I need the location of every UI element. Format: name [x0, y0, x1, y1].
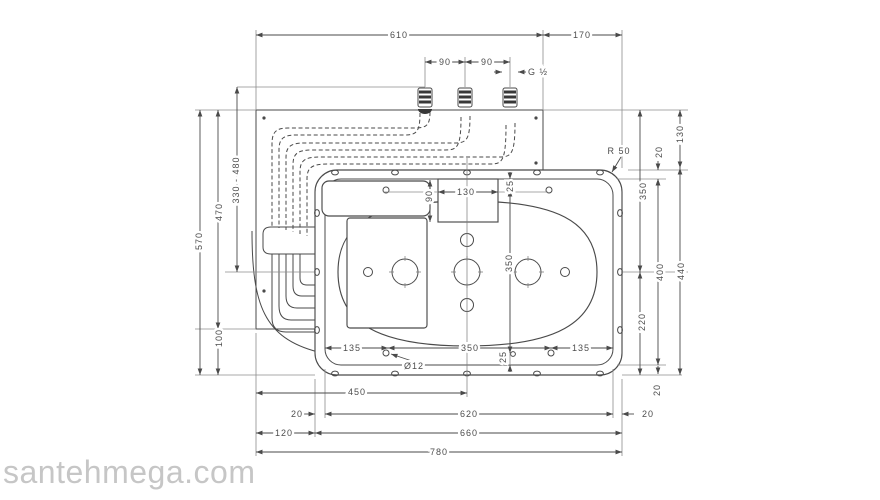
diameter-label: Ø12 — [404, 361, 424, 371]
radius-label: R 50 — [607, 146, 630, 156]
dim-label: 660 — [460, 428, 478, 438]
dim-label: 25 — [505, 180, 515, 192]
shower-body — [314, 169, 623, 377]
connector-icon — [502, 87, 518, 108]
dim-label: 440 — [676, 262, 686, 280]
dim-label: 25 — [498, 351, 508, 363]
dim-label: 780 — [430, 447, 448, 457]
dim-label: 450 — [348, 387, 366, 397]
dim-label: 20 — [291, 409, 303, 419]
dim-label: 620 — [460, 409, 478, 419]
dim-label: 350 — [638, 182, 648, 200]
panel-top-left — [321, 180, 431, 217]
panel-left — [346, 217, 428, 329]
dim-label: 330 - 480 — [231, 156, 241, 203]
dim-label: 90 — [439, 57, 451, 67]
dim-label: 135 — [343, 343, 361, 353]
dim-label: 170 — [573, 30, 591, 40]
dim-label: 90 — [424, 190, 434, 202]
dim-label: 570 — [194, 232, 204, 250]
dim-label: 20 — [652, 384, 662, 396]
dim-label: 90 — [481, 57, 493, 67]
dim-label: 130 — [457, 187, 475, 197]
connector-icon — [457, 87, 473, 108]
watermark: santehmega.com — [3, 454, 256, 490]
dim-label: 120 — [275, 428, 293, 438]
dim-label: 20 — [642, 409, 654, 419]
dim-label: 220 — [637, 313, 647, 331]
connector-icon — [417, 87, 433, 108]
dim-label: 100 — [214, 329, 224, 347]
service-notch — [437, 178, 499, 223]
hidden-pipes — [271, 111, 516, 236]
dim-label: 610 — [390, 30, 408, 40]
thread-size-label: G ½ — [528, 67, 548, 77]
dim-label: 135 — [572, 343, 590, 353]
dimension-labels: 610 170 90 90 G ½ R 50 570 470 330 - 480… — [192, 28, 689, 460]
spray-outlets — [363, 233, 570, 312]
dim-label: 350 — [461, 343, 479, 353]
visible-pipes — [251, 226, 319, 353]
dim-label: 130 — [675, 125, 685, 143]
dimension-lines — [197, 32, 683, 455]
dim-label: 20 — [654, 146, 664, 158]
dim-label: 400 — [655, 263, 665, 281]
dim-label: 470 — [214, 203, 224, 221]
dim-label: 350 — [504, 254, 514, 272]
pipe-connectors — [417, 87, 518, 114]
